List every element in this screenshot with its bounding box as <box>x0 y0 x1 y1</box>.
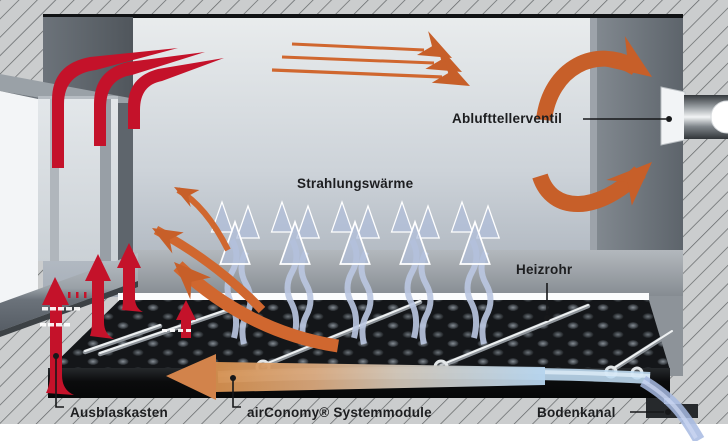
wall-cut-edge <box>0 91 38 308</box>
label-radiant-heat: Strahlungswärme <box>297 176 414 191</box>
exhaust-plate-valve <box>660 86 686 146</box>
blowout-box-slots <box>60 292 87 298</box>
rising-warm-air-arrows <box>145 179 340 353</box>
window-jamb <box>118 103 133 271</box>
ceiling-airflow-arrows <box>271 31 477 98</box>
label-blowout-box: Ausblaskasten <box>70 405 168 420</box>
label-system-modules: airConomy® Systemmodule <box>247 405 432 420</box>
page-margin <box>0 424 728 441</box>
floor-duct-air-ribbon <box>639 375 705 441</box>
window-mullion <box>50 99 59 261</box>
label-floor-duct: Bodenkanal <box>537 405 616 420</box>
radiant-heat-arrows <box>210 201 500 345</box>
window-mullion <box>100 99 111 261</box>
label-exhaust-valve: Ablufttellerventil <box>452 111 563 126</box>
label-heating-pipe: Heizrohr <box>516 262 573 277</box>
floor-supply-arrow <box>166 354 545 400</box>
label-leader-lines <box>53 116 672 415</box>
heated-air-arrows <box>40 48 224 395</box>
exhaust-air-arrows <box>532 36 664 212</box>
ceiling-edge-line <box>43 14 683 18</box>
